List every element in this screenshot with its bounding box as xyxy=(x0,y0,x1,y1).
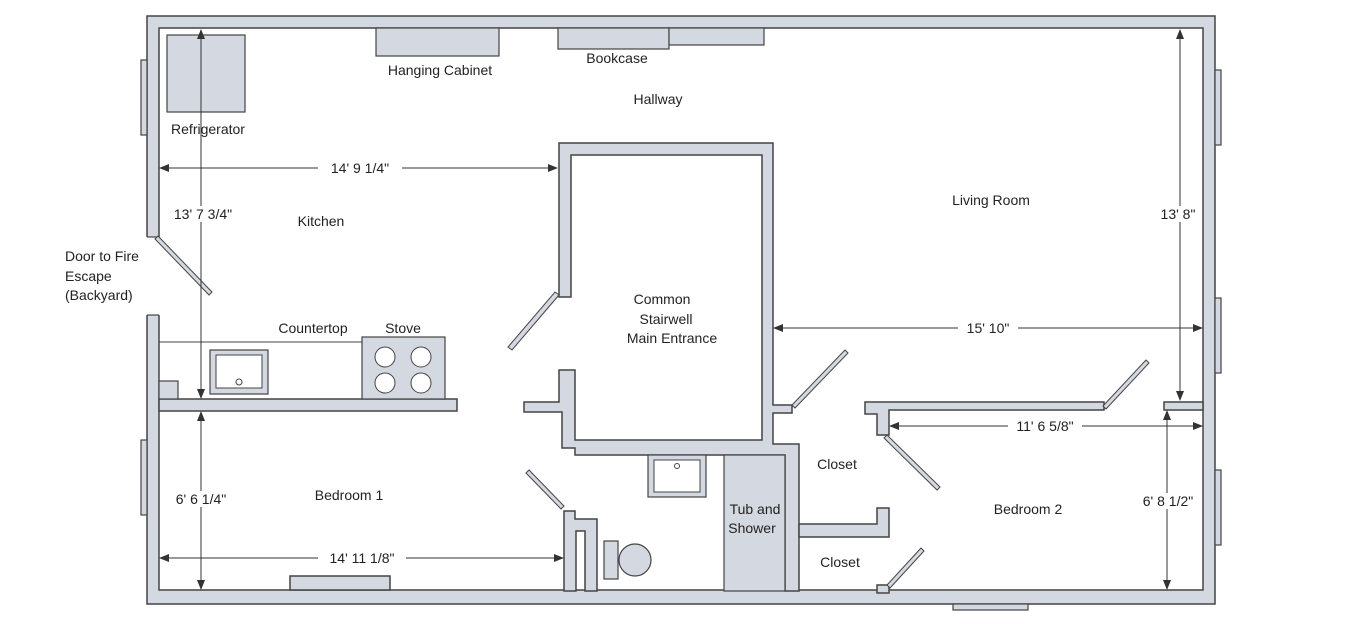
bookcase xyxy=(557,27,670,50)
window-bottom xyxy=(952,603,1029,611)
label-refrigerator: Refrigerator xyxy=(171,121,245,137)
window-right-2 xyxy=(1214,297,1222,374)
toilet-tank xyxy=(603,540,619,580)
label-living-room: Living Room xyxy=(952,192,1030,208)
label-door-fire-1: Door to Fire xyxy=(65,248,139,264)
bedroom1-closet-bump xyxy=(289,575,391,591)
label-hallway: Hallway xyxy=(633,91,682,107)
stove xyxy=(361,336,446,400)
label-hanging-cabinet: Hanging Cabinet xyxy=(388,62,492,78)
toilet-bowl xyxy=(618,543,652,577)
bedroom1-door-stair xyxy=(525,469,565,510)
label-door-fire-2: Escape xyxy=(65,268,112,284)
dim-living-depth: 13' 8" xyxy=(1161,206,1196,222)
label-bookcase: Bookcase xyxy=(586,50,648,66)
label-common-1: Common xyxy=(634,291,691,307)
label-common-3: Main Entrance xyxy=(627,330,717,346)
bookcase-extension xyxy=(668,27,765,46)
label-closet-lower: Closet xyxy=(820,554,860,570)
closet-walls xyxy=(798,507,890,538)
label-tub-2: Shower xyxy=(728,520,776,536)
burner-2 xyxy=(410,346,432,368)
dim-living-width: 15' 10" xyxy=(967,320,1010,336)
dim-bed1-depth: 6' 6 1/4" xyxy=(176,491,226,507)
window-right-3 xyxy=(1214,469,1222,546)
bathroom-walls xyxy=(563,510,598,592)
dim-kitchen-depth: 13' 7 3/4" xyxy=(174,206,232,222)
label-door-fire-3: (Backyard) xyxy=(65,287,133,303)
fire-escape-door-gap xyxy=(146,237,160,315)
small-cabinet xyxy=(158,380,179,400)
bedroom2-wall-right xyxy=(1163,401,1204,411)
window-right-1 xyxy=(1214,69,1222,146)
closet-lower-jamb xyxy=(876,584,890,594)
label-common-2: Stairwell xyxy=(640,311,693,327)
label-bedroom-1: Bedroom 1 xyxy=(315,487,384,503)
bedroom2-door-closet xyxy=(883,434,941,491)
label-stove: Stove xyxy=(385,320,421,336)
tub-shower xyxy=(723,454,786,592)
label-kitchen: Kitchen xyxy=(298,213,345,229)
hanging-cabinet xyxy=(375,27,500,57)
dim-kitchen-width: 14' 9 1/4" xyxy=(331,160,389,176)
burner-3 xyxy=(374,372,396,394)
refrigerator xyxy=(166,34,246,113)
fire-escape-door xyxy=(154,235,213,296)
label-closet-upper: Closet xyxy=(817,456,857,472)
bedroom2-door-hall xyxy=(1102,359,1150,410)
label-bedroom-2: Bedroom 2 xyxy=(994,501,1063,517)
stairwell-walls xyxy=(523,142,800,592)
sink-faucet xyxy=(235,378,243,386)
window-left-top xyxy=(140,59,148,136)
bathroom-faucet xyxy=(674,463,680,469)
label-countertop: Countertop xyxy=(278,320,347,336)
closet-upper-door xyxy=(791,349,849,409)
closet-lower-door xyxy=(886,547,925,589)
dim-bed1-width: 14' 11 1/8" xyxy=(330,550,395,566)
dim-bed2-depth: 6' 8 1/2" xyxy=(1143,493,1193,509)
dim-bed2-width: 11' 6 5/8" xyxy=(1016,418,1073,434)
label-tub-1: Tub and xyxy=(730,501,781,517)
window-left-bottom xyxy=(140,439,148,516)
burner-4 xyxy=(410,372,432,394)
stairwell-door xyxy=(507,291,560,351)
burner-1 xyxy=(374,346,396,368)
counter-wall xyxy=(158,398,458,412)
